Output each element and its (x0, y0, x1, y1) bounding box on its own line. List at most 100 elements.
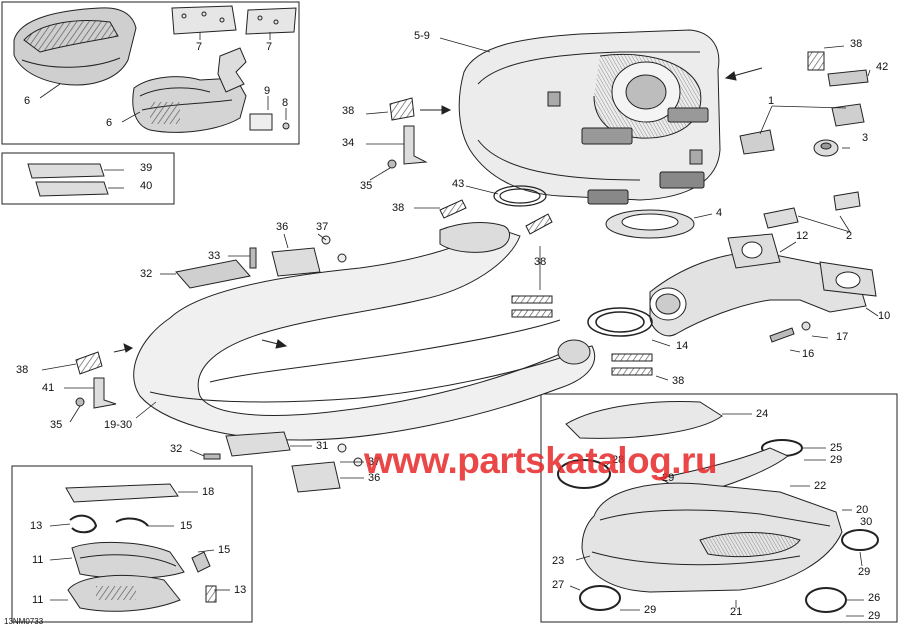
direction-arrows (113, 67, 763, 353)
decal-40 (35, 181, 109, 197)
spring-38-top (807, 51, 825, 71)
nut-35b (75, 397, 85, 407)
heat-shield-lower (132, 76, 247, 133)
clip-13a (69, 514, 98, 534)
spring-13b (205, 585, 217, 603)
plate-36b (291, 461, 341, 493)
callout-28: 28 (612, 454, 625, 466)
callout-36b: 36 (368, 472, 381, 484)
callout-18: 18 (202, 486, 215, 498)
bracket-31 (225, 431, 291, 457)
bracket-2-upper (833, 191, 861, 211)
plate-36a (271, 247, 321, 277)
clamp-28 (557, 459, 611, 489)
clip-15a (115, 517, 149, 527)
callout-12: 12 (796, 230, 809, 242)
bolt-33 (249, 247, 257, 269)
callout-17: 17 (836, 331, 849, 343)
callout-14: 14 (676, 340, 689, 352)
callout-34: 34 (342, 137, 355, 149)
callout-15b: 15 (218, 544, 231, 556)
callout-29d: 29 (644, 604, 657, 616)
leader-lines (39, 32, 879, 617)
tuned-pipe (133, 222, 596, 441)
callout-29a: 29 (830, 454, 843, 466)
callout-29c: 29 (858, 566, 871, 578)
callout-30: 30 (860, 516, 873, 528)
callout-13b: 13 (234, 584, 247, 596)
heat-shield-18 (65, 483, 179, 503)
bolt-32b (203, 453, 221, 460)
spring-38-lower-left (75, 351, 103, 375)
callout-1: 1 (768, 95, 775, 107)
callout-38b: 38 (342, 105, 355, 117)
resonator-21-23 (581, 482, 843, 593)
callout-38f: 38 (16, 364, 29, 376)
washer-17 (801, 321, 811, 331)
callout-29e: 29 (868, 610, 881, 622)
bolt-16 (769, 327, 795, 343)
callout-38c: 38 (392, 202, 405, 214)
callout-43: 43 (452, 178, 465, 190)
spring-38-mid-b (511, 309, 553, 318)
callout-19-30: 19-30 (104, 419, 133, 431)
callout-24: 24 (756, 408, 769, 420)
clamp-26 (805, 587, 847, 613)
muffler-body (458, 29, 721, 205)
callout-32b: 32 (170, 443, 183, 455)
callout-8: 8 (282, 97, 289, 109)
callout-26: 26 (868, 592, 881, 604)
callout-9: 9 (264, 85, 271, 97)
callout-6b: 6 (106, 117, 113, 129)
callout-11b: 11 (32, 594, 44, 606)
washer-37b (337, 443, 363, 467)
bracket-1-upper (831, 103, 865, 127)
callout-37a: 37 (316, 221, 329, 233)
callout-4: 4 (716, 207, 723, 219)
callout-11a: 11 (32, 554, 44, 566)
drawing-code: 13NM0733 (4, 617, 44, 626)
spring-38-center-b (525, 213, 553, 235)
fastener-8 (282, 122, 290, 130)
callout-3: 3 (862, 132, 869, 144)
bracket-34 (403, 125, 428, 165)
callout-32a: 32 (140, 268, 153, 280)
heat-shield-11b (67, 574, 181, 612)
inset-frame-small-shields (11, 465, 253, 623)
heat-shield-24 (565, 401, 723, 439)
inset-frame-resonator-parts (540, 393, 898, 623)
gasket-plate-7b (245, 7, 297, 35)
callout-38a: 38 (850, 38, 863, 50)
inset-frame-decals (1, 152, 175, 205)
callout-37b: 37 (368, 456, 381, 468)
callout-39: 39 (140, 162, 153, 174)
gasket-plate-7a (171, 5, 237, 35)
heat-shield-bracket (217, 47, 247, 93)
callout-25: 25 (830, 442, 843, 454)
callout-40: 40 (140, 180, 153, 192)
spring-38-mid-a (511, 295, 553, 304)
callout-21: 21 (730, 606, 743, 618)
clamp-27 (579, 585, 621, 611)
callout-6a: 6 (24, 95, 31, 107)
callout-35b: 35 (50, 419, 63, 431)
clip-15b (191, 551, 211, 573)
callout-15a: 15 (180, 520, 193, 532)
callout-29b: 29 (662, 472, 675, 484)
callout-41: 41 (42, 382, 55, 394)
callout-10: 10 (878, 310, 891, 322)
heat-shield-11a (71, 541, 185, 579)
callout-35a: 35 (360, 180, 373, 192)
ring-seal-14 (587, 307, 653, 337)
nut-35a (387, 159, 397, 169)
callout-38d: 38 (534, 256, 547, 268)
inset-frame-heat-shields (1, 1, 300, 145)
callout-27: 27 (552, 579, 565, 591)
callout-7a: 7 (196, 41, 203, 53)
callout-22: 22 (814, 480, 827, 492)
bracket-41 (93, 377, 117, 409)
exhaust-manifold (649, 233, 877, 337)
bracket-32a (175, 259, 251, 289)
gasket-43 (493, 185, 547, 207)
